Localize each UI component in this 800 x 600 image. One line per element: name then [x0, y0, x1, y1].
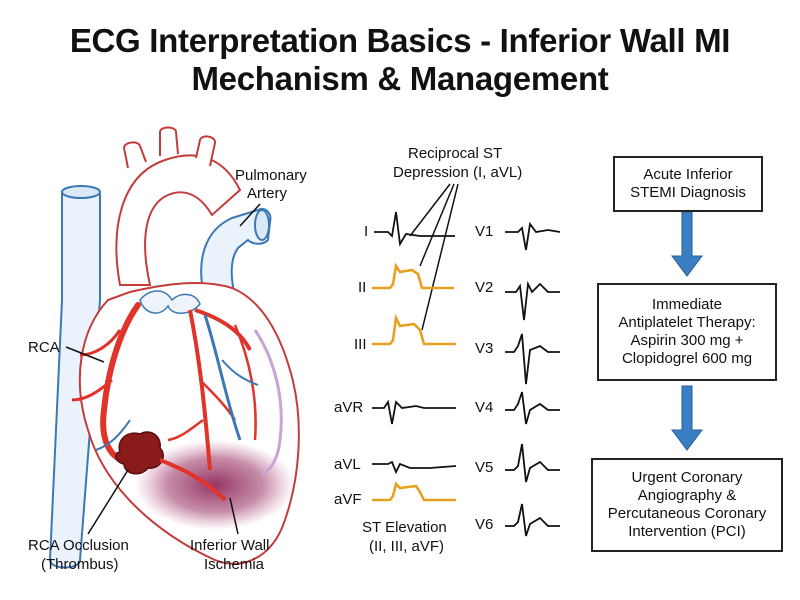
trace-V4	[505, 391, 560, 425]
lad-branch-2	[167, 419, 204, 442]
flow-arrow-2	[671, 385, 703, 451]
trace-aVL	[372, 460, 457, 475]
pointer-ischemia	[229, 497, 239, 535]
lead-label-V6: V6	[475, 516, 493, 533]
trace-V3	[505, 333, 560, 385]
pointer-reciprocal-1	[409, 183, 451, 237]
flow-step-2-line-1: Immediate	[651, 296, 723, 313]
trace-aVF	[372, 481, 456, 502]
trace-I	[374, 211, 455, 247]
flow-step-3-line-1: Urgent Coronary	[631, 469, 743, 486]
lead-label-III: III	[354, 336, 367, 353]
flow-step-2-line-2: Antiplatelet Therapy:	[618, 314, 756, 331]
trace-V5	[505, 443, 560, 483]
pointer-occlusion	[87, 469, 129, 535]
flow-step-antiplatelet: Immediate Antiplatelet Therapy: Aspirin …	[597, 283, 777, 381]
great-cardiac-vein	[203, 314, 242, 441]
reciprocal-note-1: Reciprocal ST	[408, 145, 502, 162]
flow-step-2-line-4: Clopidogrel 600 mg	[621, 350, 753, 367]
pulmonary-artery	[200, 208, 272, 301]
reciprocal-note-2: Depression (I, aVL)	[393, 164, 522, 181]
lead-label-V5: V5	[475, 459, 493, 476]
pointer-pulmonary	[239, 203, 261, 227]
trace-III	[372, 313, 456, 346]
lead-label-V2: V2	[475, 279, 493, 296]
flow-step-1-line-2: STEMI Diagnosis	[630, 184, 746, 201]
vein-branch-1	[221, 359, 259, 386]
flow-step-2-line-3: Aspirin 300 mg +	[630, 332, 744, 349]
pulmonary-artery-end	[254, 209, 270, 241]
pointer-reciprocal-3	[421, 183, 459, 331]
pointer-rca	[65, 346, 105, 363]
flow-step-3-line-4: Intervention (PCI)	[628, 523, 746, 540]
lead-label-I: I	[364, 223, 368, 240]
lead-label-aVL: aVL	[334, 456, 361, 473]
heart-labels: Pulmonary Artery RCA RCA Occlusion (Thro…	[28, 167, 307, 573]
label-ischemia-1: Inferior Wall	[190, 537, 269, 554]
vein-branch-2	[95, 419, 131, 451]
circumflex-artery	[194, 308, 252, 351]
label-pulmonary-2: Artery	[247, 185, 288, 202]
flow-step-1-line-1: Acute Inferior	[643, 166, 733, 183]
left-coronary-vein	[253, 329, 283, 477]
flow-arrows	[671, 211, 703, 451]
label-ischemia-2: Ischemia	[204, 556, 265, 573]
circumflex-branch	[233, 324, 257, 441]
aortic-branch-2	[159, 126, 179, 156]
aortic-branch-1	[122, 141, 147, 169]
lead-label-V1: V1	[475, 223, 493, 240]
trace-II	[372, 262, 454, 290]
label-rca: RCA	[28, 339, 60, 356]
page-title-line-2: Mechanism & Management	[191, 60, 609, 97]
trace-V2	[505, 280, 560, 321]
trace-aVR	[372, 399, 456, 425]
aortic-arch	[115, 154, 242, 286]
lead-label-V3: V3	[475, 340, 493, 357]
page-title-line-1: ECG Interpretation Basics - Inferior Wal…	[69, 22, 731, 59]
ecg-panel: Reciprocal ST Depression (I, aVL) I II I…	[334, 145, 561, 555]
ischemia-zone	[135, 440, 295, 530]
aortic-branch-3	[195, 135, 216, 167]
heart-valves	[139, 290, 201, 314]
flow-step-pci: Urgent Coronary Angiography & Percutaneo…	[591, 458, 783, 552]
left-anterior-descending	[188, 309, 212, 471]
flow-arrow-1	[671, 211, 703, 277]
lead-label-aVR: aVR	[334, 399, 363, 416]
elevation-note-2: (II, III, aVF)	[369, 538, 444, 555]
flow-step-3-line-3: Percutaneous Coronary	[607, 505, 767, 522]
flow-step-diagnosis: Acute Inferior STEMI Diagnosis	[613, 156, 763, 212]
posterior-descending-artery	[159, 458, 227, 502]
rca-branch-1	[71, 378, 113, 402]
lead-label-V4: V4	[475, 399, 493, 416]
heart-illustration	[48, 126, 300, 569]
label-occlusion-1: RCA Occlusion	[28, 537, 129, 554]
lead-label-II: II	[358, 279, 366, 296]
lead-label-aVF: aVF	[334, 491, 362, 508]
label-occlusion-2: (Thrombus)	[41, 556, 119, 573]
right-coronary-artery	[100, 302, 141, 465]
vena-cava-top	[61, 185, 101, 199]
label-pulmonary-1: Pulmonary	[235, 167, 307, 184]
title-block: ECG Interpretation Basics - Inferior Wal…	[0, 22, 800, 98]
pointer-reciprocal-2	[419, 183, 455, 267]
elevation-note-1: ST Elevation	[362, 519, 447, 536]
flow-step-3-line-2: Angiography &	[637, 487, 737, 504]
trace-V1	[505, 221, 561, 251]
trace-V6	[505, 503, 560, 537]
